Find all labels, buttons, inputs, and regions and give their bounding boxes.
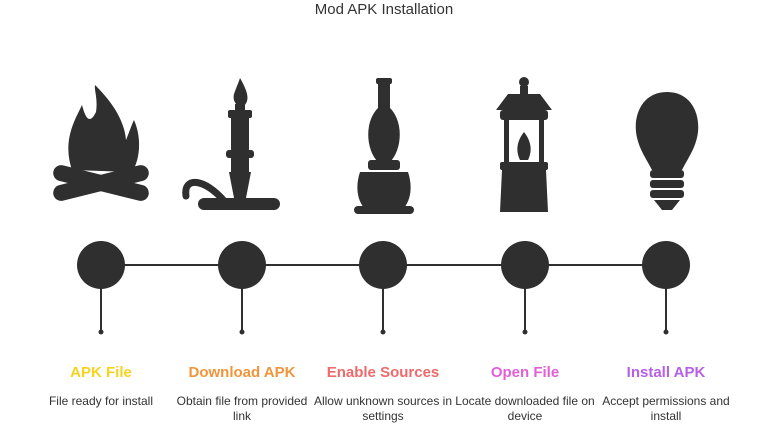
stem-end-dot <box>663 329 669 335</box>
step-description: Locate downloaded file on device <box>455 394 595 423</box>
candle-icon <box>182 78 280 210</box>
step-description: Accept permissions and install <box>602 394 730 423</box>
light-bulb-icon <box>635 92 699 210</box>
stem-end-dot <box>380 329 386 335</box>
stem-end-dot <box>239 329 245 335</box>
step-description: Obtain file from provided link <box>176 394 308 423</box>
step-label: Install APK <box>626 364 706 381</box>
step-label: Enable Sources <box>326 364 440 381</box>
diagram-title: Mod APK Installation <box>314 1 454 18</box>
campfire-icon <box>53 85 149 201</box>
step-label: Open File <box>490 364 560 381</box>
timeline-node <box>642 241 690 289</box>
timeline-node <box>218 241 266 289</box>
timeline-node <box>501 241 549 289</box>
lantern-icon <box>496 77 552 212</box>
timeline-nodes <box>77 241 690 335</box>
step-description: File ready for install <box>48 394 154 408</box>
stem-end-dot <box>522 329 528 335</box>
timeline-node <box>77 241 125 289</box>
step-label: APK File <box>70 364 132 381</box>
oil-lamp-icon <box>354 78 414 214</box>
stem-end-dot <box>98 329 104 335</box>
timeline-node <box>359 241 407 289</box>
step-description: Allow unknown sources in settings <box>313 394 453 423</box>
step-label: Download APK <box>188 364 296 381</box>
